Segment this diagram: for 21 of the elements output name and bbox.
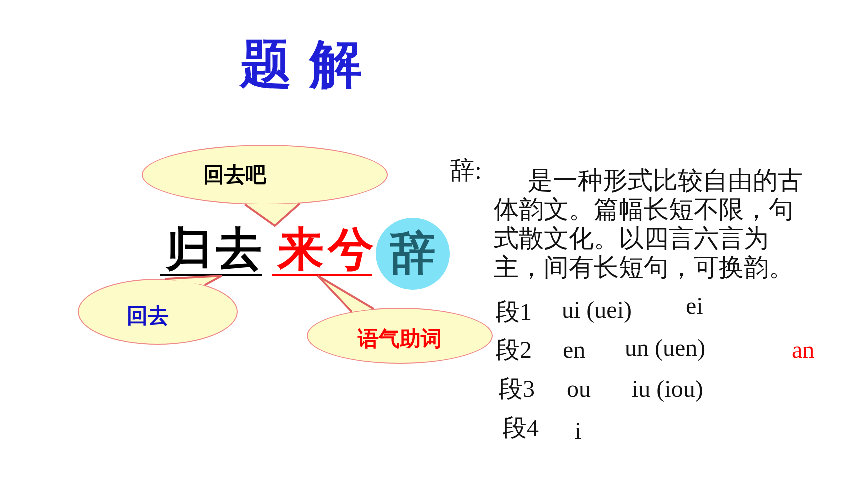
definition-text: 是一种形式比较自由的古体韵文。篇幅长短不限，句式散文化。以四言六言为主，间有长短句，可换韵。: [494, 166, 804, 282]
speech-bubble: 回去: [78, 279, 238, 345]
rhyme-text: ei: [686, 293, 704, 321]
callout-tail: [244, 202, 301, 228]
rhyme-text: i: [575, 418, 582, 446]
rhyme-text: ou: [567, 376, 591, 404]
callout-tail: [317, 275, 375, 313]
underlined-word: 来兮: [272, 226, 372, 276]
callout-tail: [164, 275, 223, 286]
section-number: 段1: [496, 299, 532, 327]
section-number: 段3: [499, 376, 535, 404]
rhyme-text: en: [563, 337, 586, 365]
section-number: 段2: [496, 337, 532, 365]
rhyme-text: ui (uei): [562, 297, 632, 325]
section-number: 段4: [503, 415, 539, 443]
term: 辞:: [450, 158, 482, 186]
rhyme-text: an: [792, 337, 815, 365]
title: 题 解: [240, 34, 364, 96]
highlight-circle: 辞: [376, 218, 450, 290]
rhyme-text: un (uen): [625, 335, 706, 363]
rhyme-text: iu (iou): [632, 376, 704, 404]
